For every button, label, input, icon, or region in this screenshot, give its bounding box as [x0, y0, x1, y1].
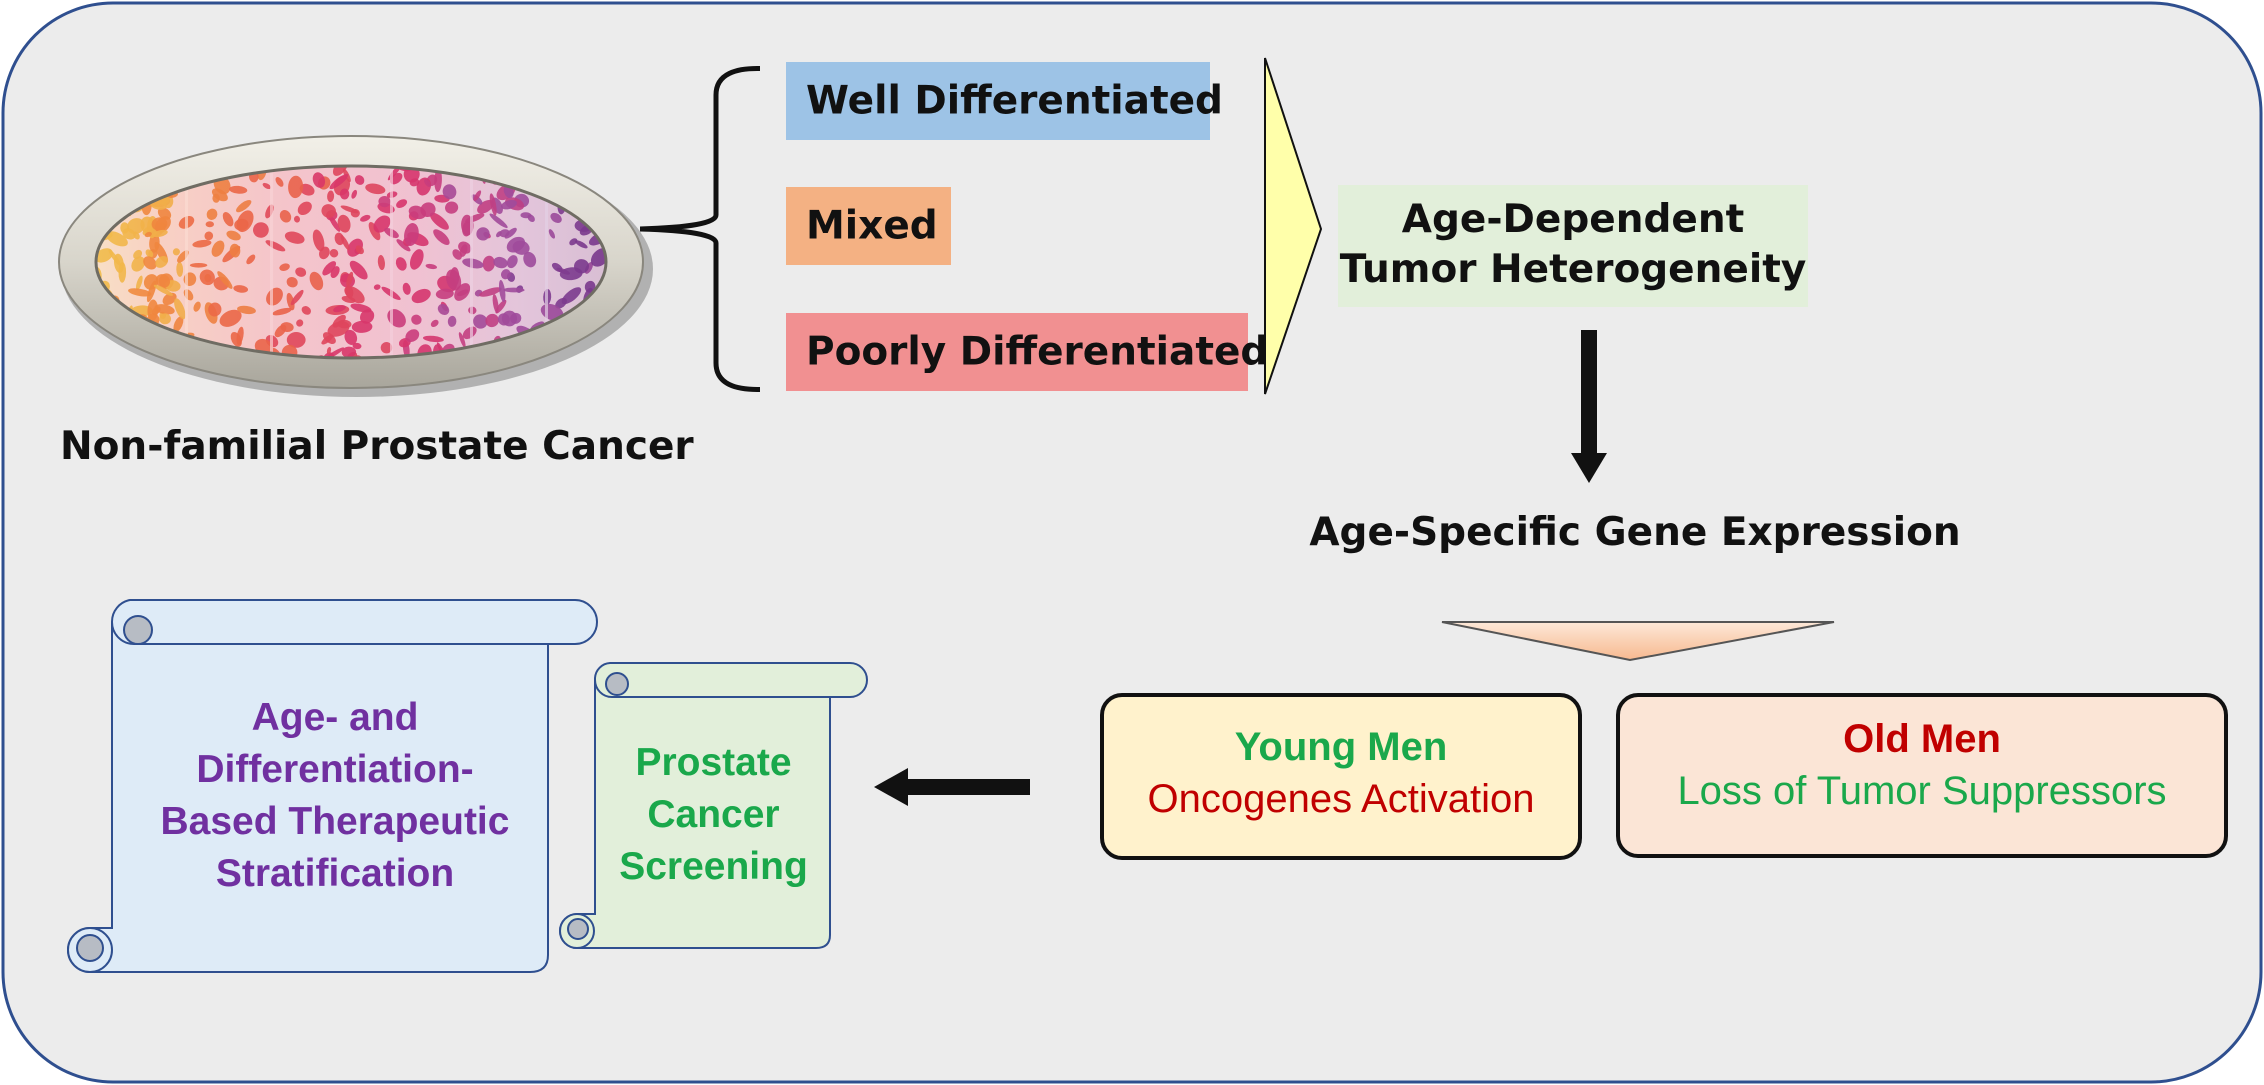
stratification-text: Age- and Differentiation- Based Therapeu… — [120, 692, 550, 900]
convergence-arrow — [1264, 57, 1323, 395]
screening-text: Prostate Cancer Screening — [595, 737, 832, 893]
tissue-cell — [591, 177, 600, 187]
stratification-line: Differentiation- — [196, 748, 474, 791]
tissue-cell — [96, 332, 101, 343]
tissue-cell — [96, 172, 109, 188]
stratification-line: Age- and — [251, 696, 419, 739]
grouping-brace — [640, 66, 760, 392]
tissue-cell — [590, 179, 597, 187]
split-arrow — [1441, 621, 1835, 662]
old-men-subtitle: Loss of Tumor Suppressors — [1677, 769, 2167, 813]
tissue-cell — [578, 166, 590, 173]
young-men-title: Young Men — [1234, 725, 1448, 769]
tissue-cell — [96, 357, 98, 358]
screening-line: Cancer — [647, 793, 780, 836]
screening-scroll — [559, 662, 868, 949]
screening-line: Screening — [619, 845, 808, 888]
grade-label: Mixed — [806, 203, 938, 249]
grade-mixed: Mixed — [786, 187, 951, 265]
tissue-cell — [600, 166, 606, 177]
heterogeneity-line1: Age-Dependent — [1401, 197, 1745, 242]
screening-line: Prostate — [635, 741, 792, 784]
young-men-subtitle: Oncogenes Activation — [1147, 777, 1535, 821]
down-arrow — [1571, 330, 1607, 483]
left-arrow — [874, 768, 1030, 806]
old-men-title: Old Men — [1843, 717, 2001, 761]
heterogeneity-box: Age-Dependent Tumor Heterogeneity — [1338, 185, 1808, 307]
grade-label: Poorly Differentiated — [806, 329, 1269, 375]
source-label: Non-familial Prostate Cancer — [60, 424, 694, 469]
grade-label: Well Differentiated — [806, 78, 1223, 124]
heterogeneity-line2: Tumor Heterogeneity — [1339, 247, 1807, 292]
grade-well-differentiated: Well Differentiated — [786, 62, 1223, 140]
expression-label: Age-Specific Gene Expression — [1309, 510, 1961, 555]
grade-poorly-differentiated: Poorly Differentiated — [786, 313, 1268, 391]
tissue-cell — [96, 338, 102, 346]
stratification-line: Stratification — [215, 852, 455, 895]
young-men-box: Young Men Oncogenes Activation — [1100, 693, 1582, 860]
stratification-line: Based Therapeutic — [160, 800, 510, 843]
tissue-cell — [598, 344, 606, 358]
old-men-box: Old Men Loss of Tumor Suppressors — [1616, 693, 2228, 858]
tissue-histology-image — [58, 135, 653, 397]
tissue-cell — [598, 166, 606, 176]
tissue-cell — [102, 166, 117, 178]
stratification-scroll — [67, 599, 598, 973]
